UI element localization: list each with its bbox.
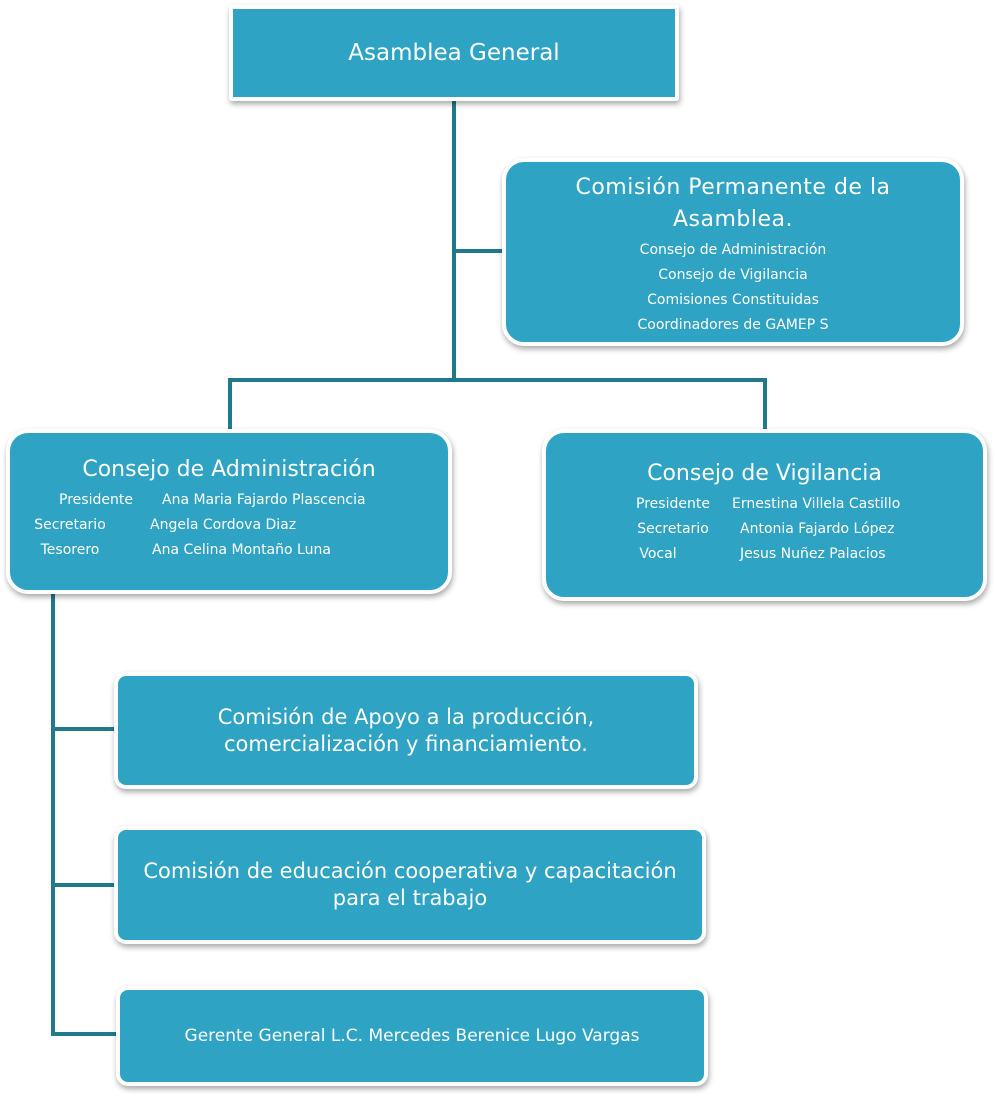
consejo-vigilancia-member-row: Presidente Ernestina Villela Castillo [546,492,983,517]
comision-permanente-member: Consejo de Vigilancia [658,267,808,283]
member-role: Secretario [637,521,709,537]
comision-permanente-member: Coordinadores de GAMEP S [637,317,829,333]
comision-permanente-title-line1: Comisión Permanente de la [575,175,891,200]
member-name: Angela Cordova Diaz [150,517,297,533]
consejo-vigilancia-title: Consejo de Vigilancia [647,461,882,486]
consejo-vigilancia-node: Consejo de Vigilancia Presidente Ernestin… [542,429,987,601]
consejo-administracion-member-row: Secretario Angela Cordova Diaz [10,513,448,538]
member-role: Tesorero [40,542,100,558]
comision-permanente-member: Comisiones Constituidas [647,292,819,308]
consejo-administracion-member-row: Presidente Ana Maria Fajardo Plascencia [10,488,448,513]
gerente-general-node: Gerente General L.C. Mercedes Berenice L… [116,986,708,1086]
comision-educacion-title-line2: para el trabajo [332,886,488,910]
member-role: Presidente [59,492,133,508]
member-role: Vocal [639,546,677,562]
member-role: Secretario [34,517,106,533]
comision-apoyo-title-line2: comercialización y financiamiento. [224,731,588,756]
consejo-vigilancia-member-row: Secretario Antonia Fajardo López [546,517,983,542]
asamblea-general-title: Asamblea General [348,40,560,66]
comision-educacion-title-line1: Comisión de educación cooperativa y capa… [143,859,677,883]
consejo-vigilancia-member-row: Vocal Jesus Nuñez Palacios [546,542,983,567]
gerente-general-title: Gerente General L.C. Mercedes Berenice L… [184,1025,640,1046]
member-name: Ana Celina Montaño Luna [152,542,331,558]
member-name: Jesus Nuñez Palacios [740,546,886,562]
consejo-administracion-member-row: Tesorero Ana Celina Montaño Luna [10,538,448,563]
member-role: Presidente [636,496,710,512]
consejo-administracion-title: Consejo de Administración [82,457,376,482]
member-name: Ernestina Villela Castillo [732,496,901,512]
comision-permanente-title-line2: Asamblea. [672,207,793,232]
comision-permanente-member: Consejo de Administración [639,242,827,258]
comision-permanente-node: Comisión Permanente de la Asamblea. Cons… [502,158,964,346]
asamblea-general-node: Asamblea General [229,5,679,101]
comision-apoyo-title-line1: Comisión de Apoyo a la producción, [217,704,595,729]
member-name: Antonia Fajardo López [740,521,895,537]
member-name: Ana Maria Fajardo Plascencia [162,492,366,508]
comision-apoyo-node: Comisión de Apoyo a la producción, comer… [114,672,698,789]
comision-educacion-node: Comisión de educación cooperativa y capa… [114,826,706,944]
